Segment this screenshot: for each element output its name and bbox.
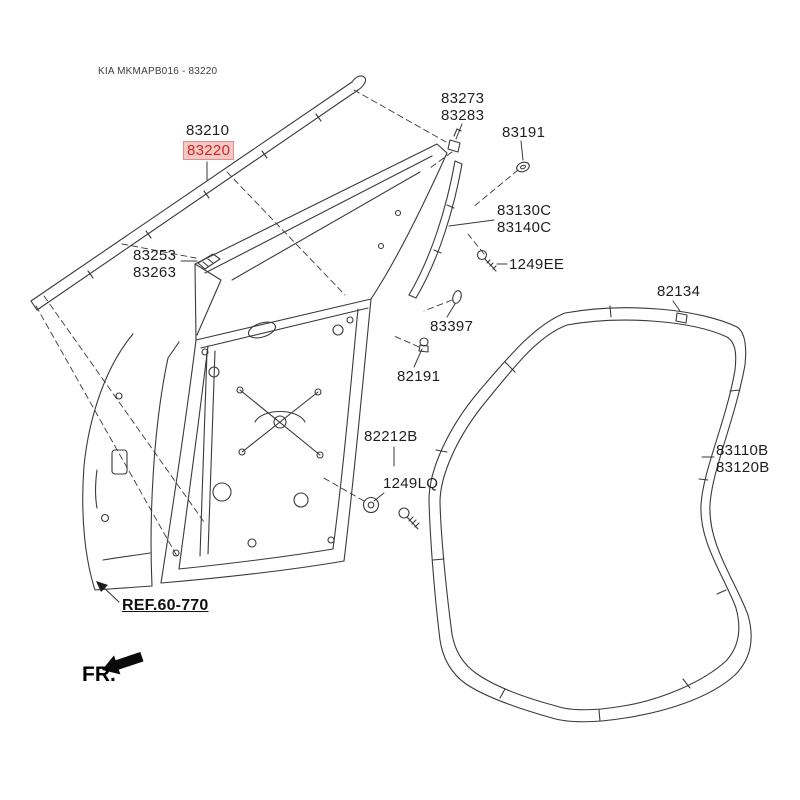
leader-lines xyxy=(180,123,715,502)
clip-82191 xyxy=(418,337,429,353)
screw-1249lq xyxy=(398,507,420,530)
rear-door-body-seal-83110b xyxy=(428,305,752,723)
belt-weatherstrip-83210 xyxy=(30,75,367,311)
fr-direction-label: FR. xyxy=(82,663,116,686)
door-panel-assembly xyxy=(160,143,448,584)
diagram-watermark: KIA MKMAPB016 - 83220 xyxy=(98,66,218,77)
screw-1249ee xyxy=(476,249,497,272)
part-label-83110b[interactable]: 83110B xyxy=(716,442,769,459)
part-label-82191[interactable]: 82191 xyxy=(397,368,441,385)
part-label-83120b[interactable]: 83120B xyxy=(716,459,770,476)
part-label-82212b[interactable]: 82212B xyxy=(364,428,418,445)
grommet-1249lq xyxy=(362,496,380,514)
clip-83253 xyxy=(197,253,221,270)
fr-direction-arrow xyxy=(102,652,144,675)
part-label-83130c[interactable]: 83130C xyxy=(497,202,552,219)
ref-arrow xyxy=(96,581,120,603)
part-label-83140c[interactable]: 83140C xyxy=(497,219,552,236)
part-label-82134[interactable]: 82134 xyxy=(657,283,701,300)
grommet-83191 xyxy=(516,161,530,173)
ref-link-60-770[interactable]: REF.60-770 xyxy=(122,597,209,614)
glass-run-strip-83130c xyxy=(408,160,463,299)
part-label-1249lq[interactable]: 1249LQ xyxy=(383,475,439,492)
clip-82134 xyxy=(675,312,688,324)
part-label-83220-highlighted[interactable]: 83220 xyxy=(183,141,235,160)
part-label-83397[interactable]: 83397 xyxy=(430,318,474,335)
part-label-83210[interactable]: 83210 xyxy=(186,122,230,139)
part-label-83283[interactable]: 83283 xyxy=(441,107,485,124)
part-label-83253[interactable]: 83253 xyxy=(133,247,177,264)
part-label-1249ee[interactable]: 1249EE xyxy=(509,256,565,273)
part-label-83273[interactable]: 83273 xyxy=(441,90,485,107)
part-label-83191[interactable]: 83191 xyxy=(502,124,546,141)
grommet-83397 xyxy=(452,290,462,304)
part-label-83263[interactable]: 83263 xyxy=(133,264,177,281)
door-outer-panel xyxy=(82,333,180,591)
